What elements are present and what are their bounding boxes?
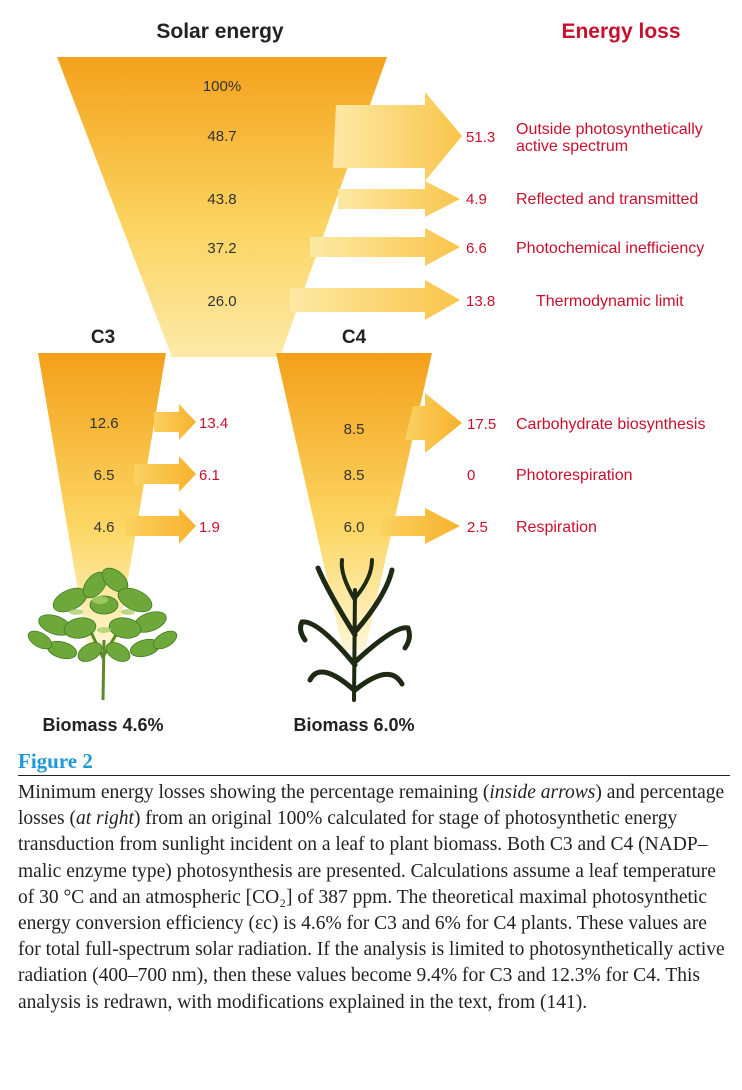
energy-loss-header: Energy loss — [561, 20, 680, 43]
caption-part: at right — [75, 808, 134, 830]
loss-label-reflected: Reflected and transmitted — [516, 191, 698, 208]
main-remaining-5: 26.0 — [207, 293, 236, 310]
c4-loss-label-1: Carbohydrate biosynthesis — [516, 416, 705, 433]
c3-loss-value-1: 13.4 — [199, 415, 228, 432]
c4-loss-label-2: Photorespiration — [516, 467, 633, 484]
c4-label: C4 — [342, 327, 367, 348]
c4-remaining-1: 8.5 — [344, 421, 365, 438]
energy-loss-diagram: Solar energy Energy loss C3 C4 100% 48.7… — [27, 20, 705, 735]
c4-remaining-2: 8.5 — [344, 467, 365, 484]
c3-loss-arrow-2 — [134, 456, 196, 492]
c3-loss-arrow-3 — [125, 508, 196, 544]
loss-arrow-photochemical — [310, 228, 460, 266]
c3-remaining-2: 6.5 — [94, 467, 115, 484]
c3-loss-arrow-1 — [154, 404, 196, 440]
loss-label-outside-spectrum-2: active spectrum — [516, 138, 628, 155]
main-remaining-4: 37.2 — [207, 240, 236, 257]
figure-caption-block: Figure 2 Minimum energy losses showing t… — [18, 748, 730, 1016]
loss-label-photochemical: Photochemical inefficiency — [516, 240, 704, 257]
loss-label-thermodynamic: Thermodynamic limit — [536, 293, 684, 310]
c4-remaining-3: 6.0 — [344, 519, 365, 536]
c4-loss-value-1: 17.5 — [467, 416, 496, 433]
main-remaining-2: 48.7 — [207, 128, 236, 145]
c3-plant-icon — [27, 567, 178, 701]
c3-remaining-1: 12.6 — [89, 415, 118, 432]
caption-part: Minimum energy losses showing the percen… — [18, 782, 490, 803]
c4-funnel — [276, 353, 432, 650]
main-funnel — [57, 57, 387, 357]
loss-value-thermodynamic: 13.8 — [466, 293, 495, 310]
c3-biomass-label: Biomass 4.6% — [42, 715, 163, 735]
figure-label: Figure 2 — [18, 749, 93, 773]
loss-label-outside-spectrum: Outside photosynthetically — [516, 121, 703, 138]
loss-value-reflected: 4.9 — [466, 191, 487, 208]
caption-divider — [18, 775, 730, 776]
caption-part: inside arrows — [489, 782, 596, 803]
loss-value-outside-spectrum: 51.3 — [466, 129, 495, 146]
caption-part: ) and percentage losses ( — [18, 782, 725, 830]
main-remaining-3: 43.8 — [207, 191, 236, 208]
c3-label: C3 — [91, 327, 115, 348]
loss-arrow-outside-spectrum — [333, 92, 462, 181]
c4-loss-value-2: 0 — [467, 467, 475, 484]
solar-energy-header: Solar energy — [156, 20, 284, 43]
loss-arrow-reflected — [338, 181, 460, 217]
figure-caption: Minimum energy losses showing the percen… — [18, 780, 730, 1016]
main-remaining-1: 100% — [203, 78, 241, 95]
c3-funnel — [38, 353, 166, 650]
c3-loss-value-2: 6.1 — [199, 467, 220, 484]
c4-loss-label-3: Respiration — [516, 519, 597, 536]
loss-arrow-thermodynamic — [290, 280, 460, 320]
c4-biomass-label: Biomass 6.0% — [293, 715, 414, 735]
c4-loss-arrow-1 — [405, 393, 462, 453]
c3-remaining-3: 4.6 — [94, 519, 115, 536]
c3-loss-value-3: 1.9 — [199, 519, 220, 536]
caption-part: ) from an original 100% calculated for s… — [18, 808, 725, 1013]
c4-loss-arrow-3 — [380, 508, 460, 544]
c4-loss-value-3: 2.5 — [467, 519, 488, 536]
loss-value-photochemical: 6.6 — [466, 240, 487, 257]
c4-plant-icon — [298, 558, 412, 702]
